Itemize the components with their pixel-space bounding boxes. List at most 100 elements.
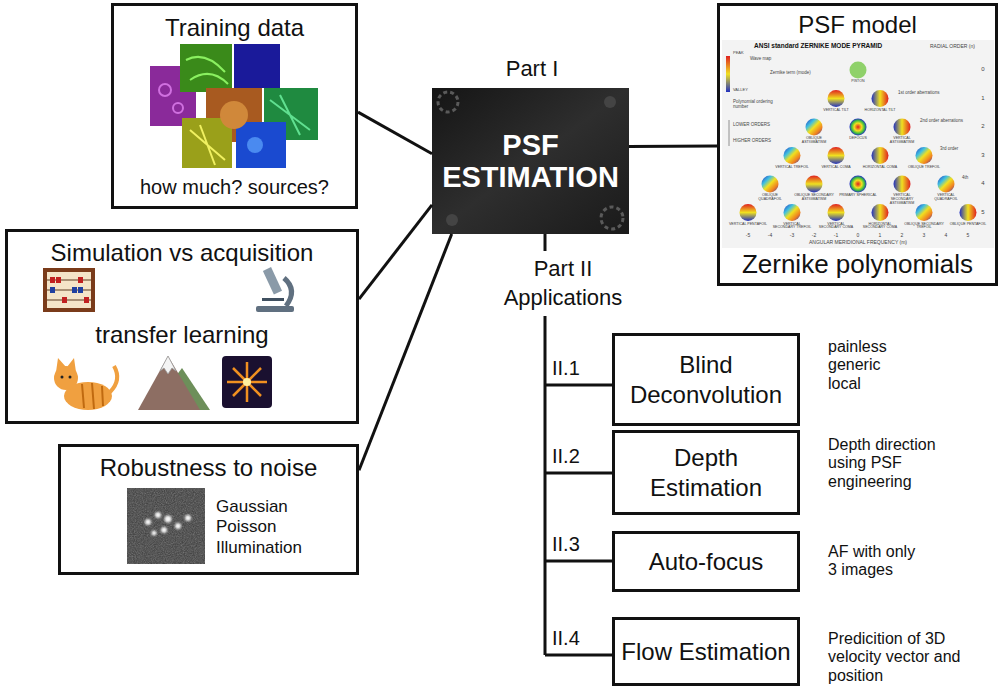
mode-name: OBLIQUE TREFOIL <box>904 166 944 170</box>
application-name: Flow Estimation <box>621 637 791 667</box>
zernike-mode <box>762 176 779 193</box>
figure-title: ANSI standard ZERNIKE MODE PYRAMID <box>754 42 904 49</box>
abacus-bead <box>84 297 89 303</box>
gear-shape <box>601 207 623 229</box>
cell-texture <box>173 103 183 113</box>
connector-line <box>629 144 717 147</box>
gear-shape <box>438 92 458 112</box>
axis-tick: 1 <box>873 233 887 239</box>
input-panel: Robustness to noiseGaussian Poisson Illu… <box>58 444 359 575</box>
mode-name: PRIMARY SPHERICAL <box>838 194 878 198</box>
abacus-bead <box>62 297 67 303</box>
fireworks-center <box>243 378 251 386</box>
panel-heading: PSF model <box>720 11 995 39</box>
zernike-mode <box>894 119 911 136</box>
order-arrow <box>729 120 730 146</box>
microscope-stage <box>262 298 284 301</box>
image-tile <box>236 122 286 168</box>
fireworks-rays <box>227 362 267 402</box>
order-label: 3rd order <box>940 146 980 151</box>
central-title-box: PSF ESTIMATION <box>432 88 629 234</box>
fireworks-background <box>222 356 272 408</box>
axis-title: ANGULAR MERIDIONAL FREQUENCY (m) <box>778 240 938 246</box>
mode-name: VERTICAL COMA <box>816 166 856 170</box>
axis-tick: 5 <box>961 233 975 239</box>
zernike-mode <box>916 147 933 164</box>
central-title: PSF ESTIMATION <box>438 129 623 194</box>
mode-name: HORIZONTAL COMA <box>860 166 900 170</box>
tree-branch <box>545 472 612 475</box>
bright-spot <box>145 519 151 525</box>
axis-tick: -4 <box>763 233 777 239</box>
zernike-mode <box>806 119 823 136</box>
abacus-bead <box>50 287 55 293</box>
cat-ears <box>56 358 76 372</box>
application-box: Auto-focus <box>612 531 800 592</box>
mountain-peak <box>138 356 200 410</box>
zernike-mode <box>850 119 867 136</box>
section-number: II.2 <box>552 445 608 468</box>
image-tile <box>182 118 232 168</box>
abacus-bead <box>56 277 61 283</box>
noise-types: Gaussian Poisson Illumination <box>216 497 341 558</box>
abacus-bead <box>78 277 83 283</box>
order-label: 4th <box>962 175 977 180</box>
zernike-mode <box>850 176 867 193</box>
application-name: Depth Estimation <box>621 443 791 503</box>
abacus-bead <box>78 287 83 293</box>
mode-name: PISTON <box>838 80 878 84</box>
radial-order-number: 3 <box>977 152 989 159</box>
section-number: II.4 <box>552 627 608 650</box>
zernike-mode <box>828 204 845 221</box>
mountain-snow <box>160 356 176 374</box>
connector-line <box>358 112 432 154</box>
zernike-mode <box>850 62 867 79</box>
zernike-mode <box>960 204 977 221</box>
mode-name: VERTICAL SECONDARY COMA <box>816 223 856 231</box>
zernike-pyramid <box>722 40 994 248</box>
panel-caption: Zernike polynomials <box>720 250 995 280</box>
part-heading: Part I <box>482 56 582 81</box>
section-number: II.3 <box>552 533 608 556</box>
bright-spot <box>161 527 167 533</box>
part-heading: Part II Applications <box>498 255 628 312</box>
order-direction: LOWER ORDERS <box>733 122 778 127</box>
application-note: Predicition of 3D velocity vector and po… <box>828 630 996 685</box>
mode-name: VERTICAL SECONDARY TREFOIL <box>772 223 812 231</box>
zernike-mode <box>828 147 845 164</box>
application-name: Blind Deconvolution <box>621 350 791 410</box>
zernike-mode <box>828 90 845 107</box>
axis-tick: -5 <box>741 233 755 239</box>
microscope-icon <box>256 267 294 312</box>
mode-name: VERTICAL QUADRAFOIL <box>926 194 966 202</box>
panel-note: how much? sources? <box>114 176 355 199</box>
microscope-tube <box>263 267 282 294</box>
axis-tick: -1 <box>829 233 843 239</box>
pyramid-background <box>722 40 994 248</box>
cat-tail <box>110 366 117 392</box>
colorbar-label: VALLEY <box>733 88 755 93</box>
tree-trunk <box>544 316 547 655</box>
axis-tick: 2 <box>895 233 909 239</box>
zernike-mode <box>740 204 757 221</box>
zernike-mode <box>872 147 889 164</box>
application-name: Auto-focus <box>621 547 791 577</box>
cell-texture <box>159 84 171 96</box>
abacus-frame <box>45 270 93 310</box>
image-tile <box>234 44 280 88</box>
panel-heading: Training data <box>114 14 355 42</box>
order-label: 2nd order aberrations <box>920 118 975 123</box>
application-box: Depth Estimation <box>612 430 800 515</box>
zernike-mode <box>916 204 933 221</box>
connector-line <box>359 234 452 470</box>
zernike-mode <box>784 147 801 164</box>
microscope-arm <box>284 278 292 306</box>
tree-branch <box>545 560 612 563</box>
fireworks-icon <box>222 356 272 408</box>
abacus-icon <box>45 270 93 310</box>
panel-subheading: transfer learning <box>8 321 356 349</box>
radial-order-number: 2 <box>977 123 989 130</box>
radial-order-number: 4 <box>977 180 989 187</box>
zernike-mode <box>784 204 801 221</box>
tree-branch <box>545 654 612 657</box>
